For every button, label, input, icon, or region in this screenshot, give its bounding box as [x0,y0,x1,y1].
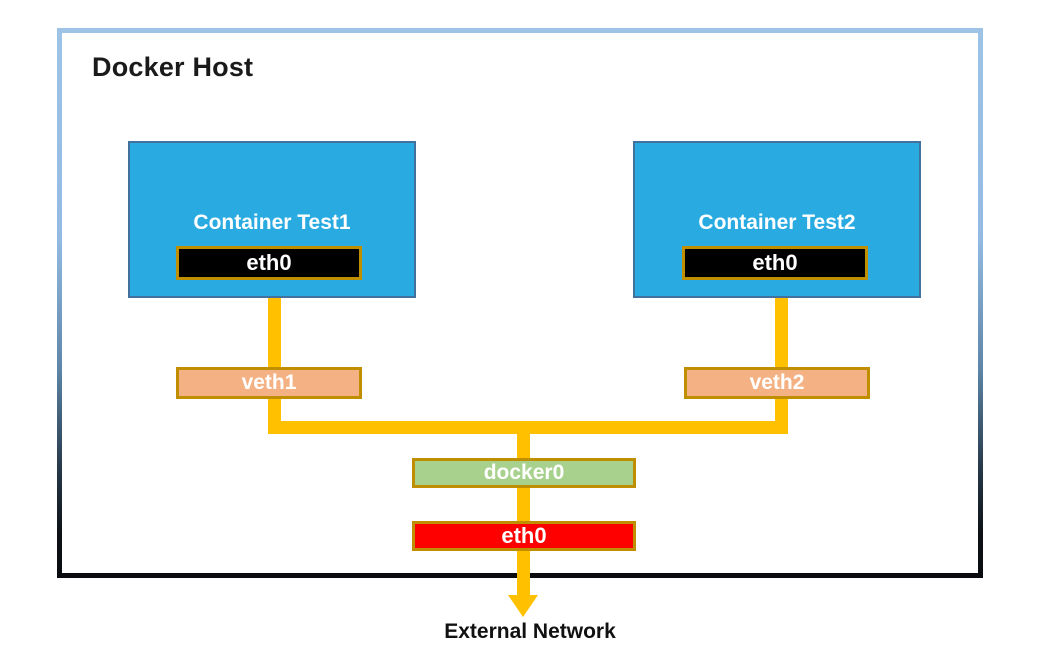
container-box-test2[interactable]: Container Test2 [633,141,921,298]
connector-eth0-to-veth2 [775,277,788,372]
arrow-down-icon [508,595,538,617]
veth-box-veth2[interactable]: veth2 [684,367,870,399]
container-label-test1: Container Test1 [193,211,351,234]
bridge-box-docker0[interactable]: docker0 [412,458,636,488]
connector-docker0-to-eth0 [517,483,530,525]
veth-box-veth1[interactable]: veth1 [176,367,362,399]
external-network-label: External Network [444,620,616,643]
container-label-test2: Container Test2 [698,211,856,234]
connector-bus-to-docker0 [517,421,530,463]
connector-eth0-to-veth1 [268,277,281,372]
docker-host-title: Docker Host [92,52,254,82]
interface-eth0-test1[interactable]: eth0 [176,246,362,280]
host-interface-eth0[interactable]: eth0 [412,521,636,551]
interface-eth0-test2[interactable]: eth0 [682,246,868,280]
connector-eth0-to-external [517,546,530,599]
